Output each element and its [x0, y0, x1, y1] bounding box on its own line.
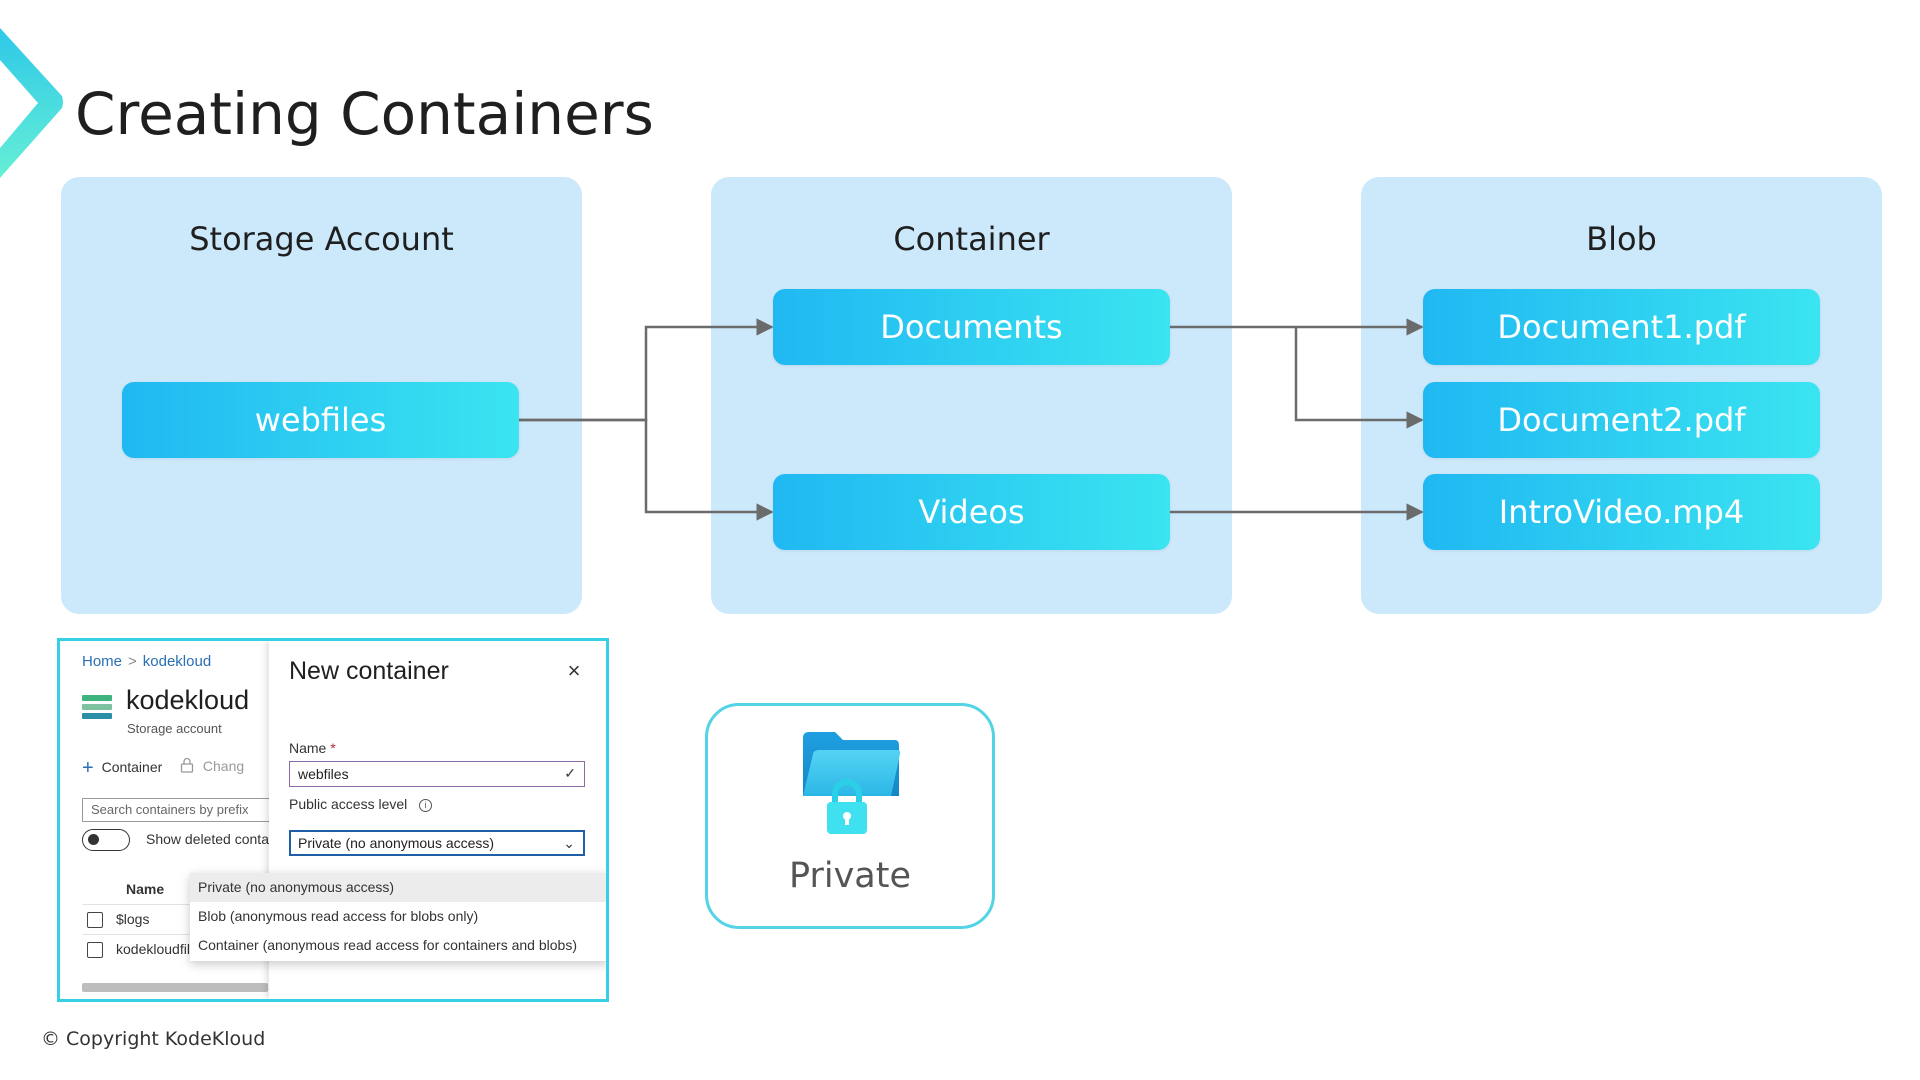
plus-icon: + — [82, 757, 94, 779]
account-type: Storage account — [127, 721, 222, 736]
panel-title-storage-account: Storage Account — [189, 220, 454, 258]
option-blob[interactable]: Blob (anonymous read access for blobs on… — [198, 908, 479, 924]
search-input[interactable]: Search containers by prefix — [82, 798, 282, 822]
access-level-value: Private (no anonymous access) — [298, 835, 495, 851]
connector-webfiles-documents — [519, 318, 774, 422]
node-container-documents: Documents — [773, 289, 1170, 365]
add-container-button[interactable]: + Container — [82, 757, 162, 780]
required-marker: * — [330, 740, 336, 756]
breadcrumb: Home > kodekloud — [82, 653, 211, 670]
breadcrumb-home[interactable]: Home — [82, 653, 123, 670]
close-icon[interactable]: × — [567, 658, 581, 683]
node-blob-introvideo: IntroVideo.mp4 — [1423, 474, 1820, 550]
chevron-down-icon: ⌄ — [563, 835, 575, 851]
private-access-card: Private — [705, 703, 995, 929]
name-input-value: webfiles — [298, 766, 349, 782]
panel-title-blob: Blob — [1586, 220, 1657, 258]
change-access-label: Chang — [202, 758, 245, 774]
dialog-title: New container — [289, 657, 449, 685]
row-name: kodekloudfiles — [116, 941, 205, 957]
show-deleted-label: Show deleted containers — [146, 831, 300, 847]
portal-screenshot: Home > kodekloud kodekloud Storage account… — [57, 638, 609, 1002]
private-label: Private — [788, 856, 912, 896]
column-header-name[interactable]: Name — [126, 881, 165, 897]
option-container[interactable]: Container (anonymous read access for con… — [198, 937, 577, 953]
breadcrumb-account[interactable]: kodekloud — [142, 653, 212, 670]
name-input[interactable]: webfiles ✓ — [289, 761, 585, 787]
node-blob-document1: Document1.pdf — [1423, 289, 1820, 365]
show-deleted-toggle[interactable] — [82, 829, 130, 851]
horizontal-scrollbar[interactable] — [82, 983, 268, 992]
name-label-text: Name — [289, 740, 327, 756]
access-level-dropdown: Private (no anonymous access) Blob (anon… — [190, 873, 606, 961]
access-level-label-text: Public access level — [289, 796, 408, 812]
folder-lock-icon — [803, 732, 901, 834]
info-icon[interactable]: i — [419, 799, 433, 812]
row-checkbox[interactable] — [87, 942, 103, 958]
chevron-right-icon: > — [128, 653, 137, 670]
panel-title-container: Container — [893, 220, 1050, 258]
node-storage-account-webfiles: webfiles — [122, 382, 519, 458]
option-private[interactable]: Private (no anonymous access) — [190, 873, 606, 902]
row-checkbox[interactable] — [87, 912, 103, 928]
access-level-label: Public access level i — [289, 796, 433, 812]
change-access-button[interactable]: Chang — [180, 757, 244, 774]
access-level-select[interactable]: Private (no anonymous access) ⌄ — [289, 830, 585, 856]
table-row[interactable]: $logs — [82, 904, 252, 935]
connector-documents-document2 — [1294, 327, 1424, 429]
lock-icon — [180, 757, 194, 773]
toggle-knob — [88, 834, 99, 845]
check-icon: ✓ — [564, 765, 576, 781]
table-row[interactable]: kodekloudfiles — [82, 934, 252, 965]
account-name: kodekloud — [126, 685, 250, 715]
kodekloud-logo-icon — [0, 28, 63, 178]
add-container-label: Container — [101, 759, 163, 775]
slide-title: Creating Containers — [75, 80, 654, 148]
node-container-videos: Videos — [773, 474, 1170, 550]
storage-account-icon — [82, 695, 112, 719]
row-name: $logs — [116, 911, 150, 927]
copyright-notice: © Copyright KodeKloud — [41, 1028, 266, 1050]
connector-webfiles-videos — [519, 418, 774, 521]
name-label: Name * — [289, 740, 336, 756]
node-blob-document2: Document2.pdf — [1423, 382, 1820, 458]
